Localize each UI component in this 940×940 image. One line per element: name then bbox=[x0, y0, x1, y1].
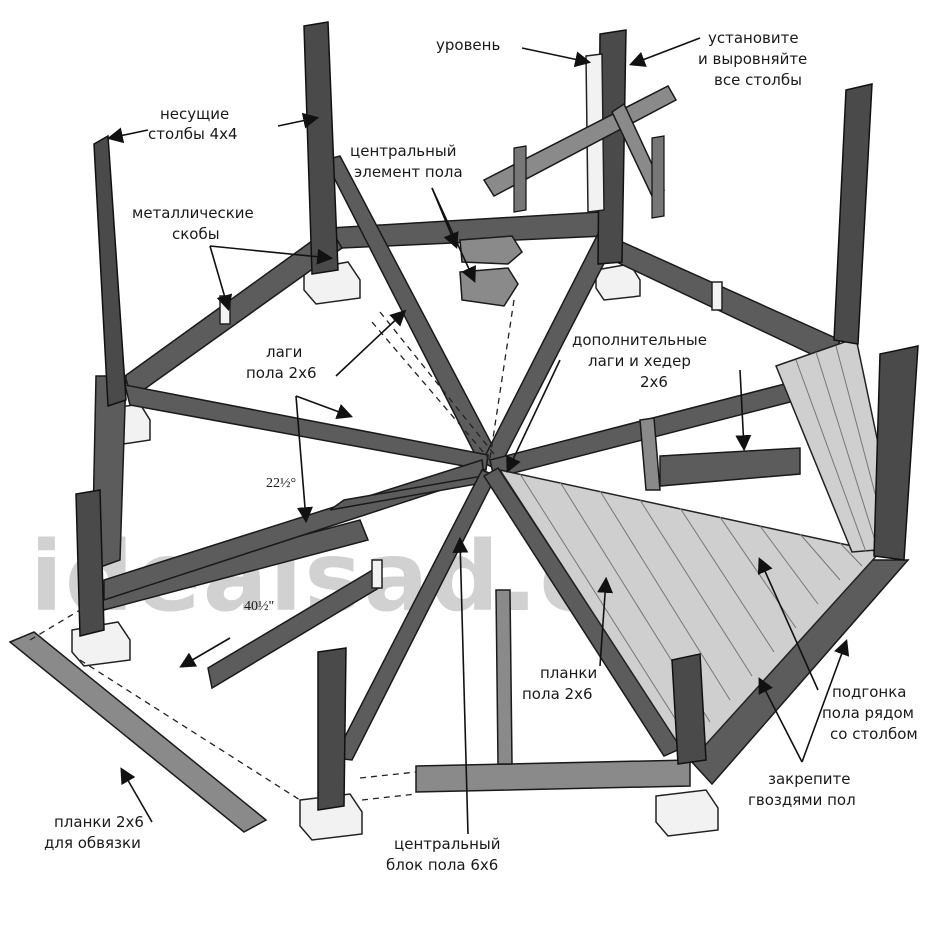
guide-lines bbox=[29, 299, 515, 801]
leader-lines bbox=[106, 37, 850, 835]
center-block-label-1: центральный bbox=[394, 835, 501, 853]
level-label: уровень bbox=[436, 36, 500, 54]
align-label-3: все столбы bbox=[714, 71, 802, 89]
posts bbox=[75, 21, 919, 811]
angle-dimension: 22½° bbox=[266, 476, 296, 491]
extra-joists-label-2: лаги и хедер bbox=[588, 352, 691, 370]
extra-joists-label-3: 2x6 bbox=[640, 373, 668, 391]
center-element-label-2: элемент пола bbox=[354, 163, 463, 181]
joists-label-2: пола 2x6 bbox=[246, 364, 317, 382]
nail-floor-label-2: гвоздями пол bbox=[748, 791, 856, 809]
center-element-label-1: центральный bbox=[350, 142, 457, 160]
fit-floor-label-1: подгонка bbox=[832, 683, 906, 701]
fit-floor-label-2: пола рядом bbox=[822, 704, 914, 722]
radial-joists bbox=[103, 155, 807, 765]
floor-boards-label-1: планки bbox=[540, 664, 597, 682]
align-label-1: установите bbox=[708, 29, 799, 47]
length-dimension: 40½" bbox=[244, 599, 274, 614]
floor-boards-label-2: пола 2x6 bbox=[522, 685, 593, 703]
posts-label-1: несущие bbox=[160, 105, 229, 123]
labels: несущие столбы 4x4 уровень установите и … bbox=[44, 29, 918, 874]
rim-boards-label-1: планки 2x6 bbox=[54, 813, 144, 831]
joists-label-1: лаги bbox=[266, 343, 302, 361]
fit-floor-label-3: со столбом bbox=[830, 725, 918, 743]
brackets-label-1: металлические bbox=[132, 204, 254, 222]
extra-joists-label-1: дополнительные bbox=[572, 331, 707, 349]
loose-rim-board bbox=[8, 631, 268, 833]
brackets-label-2: скобы bbox=[172, 225, 220, 243]
level-and-braces bbox=[482, 53, 678, 219]
center-block-label-2: блок пола 6x6 bbox=[386, 856, 498, 874]
posts-label-2: столбы 4x4 bbox=[148, 125, 238, 143]
rim-boards-label-2: для обвязки bbox=[44, 834, 141, 852]
footings bbox=[71, 261, 719, 841]
nail-floor-label-1: закрепите bbox=[768, 770, 851, 788]
align-label-2: и выровняйте bbox=[698, 50, 807, 68]
